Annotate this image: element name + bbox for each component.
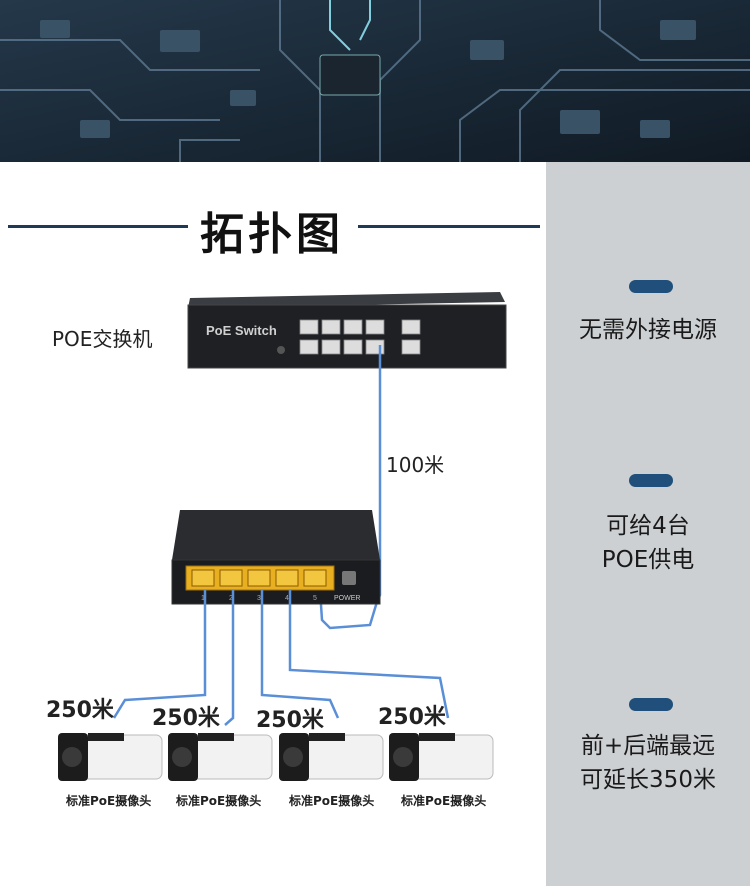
poe-camera xyxy=(58,733,163,781)
main-switch-ports xyxy=(299,319,421,355)
camera-group xyxy=(58,733,494,781)
port-number: 1 xyxy=(201,595,205,602)
camera-cables xyxy=(112,590,450,726)
main-switch-label: POE交换机 xyxy=(52,327,153,351)
feature-3-line1: 前+后端最远 xyxy=(580,733,716,759)
port-number: 3 xyxy=(257,595,261,602)
port-number: 2 xyxy=(229,595,233,602)
feature-bullet-2 xyxy=(629,474,673,487)
feature-1-line1: 无需外接电源 xyxy=(579,317,717,343)
main-switch-port xyxy=(299,319,319,335)
main-poe-switch: PoE Switch xyxy=(187,292,507,369)
uplink-port xyxy=(401,339,421,355)
main-switch-port xyxy=(299,339,319,355)
main-switch-port xyxy=(365,339,385,355)
circuit-board-graphic xyxy=(0,0,750,162)
camera-label-1: 标准PoE摄像头 xyxy=(66,794,152,808)
poe-camera xyxy=(279,733,384,781)
power-jack-icon xyxy=(342,571,356,585)
camera-cable-4 xyxy=(288,590,450,719)
uplink-port xyxy=(401,319,421,335)
camera-cable-1 xyxy=(112,590,207,719)
topology-diagram: PoE Switch 1 2 3 4 5 POWER xyxy=(58,292,507,781)
camera-cable-2 xyxy=(224,590,235,726)
main-cable-length: 100米 xyxy=(386,453,445,477)
camera-cable-3 xyxy=(260,590,340,719)
feature-3-line2: 可延长350米 xyxy=(580,767,716,793)
main-switch-port xyxy=(321,339,341,355)
camera-cable-length-3: 250米 xyxy=(256,708,324,733)
main-switch-port xyxy=(321,319,341,335)
main-switch-port xyxy=(343,319,363,335)
camera-label-2: 标准PoE摄像头 xyxy=(176,794,262,808)
title-rule-right xyxy=(358,225,540,228)
small-switch-port xyxy=(303,569,327,587)
camera-cable-length-4: 250米 xyxy=(378,705,446,730)
camera-label-4: 标准PoE摄像头 xyxy=(401,794,487,808)
circuit-banner xyxy=(0,0,750,162)
small-switch-port xyxy=(247,569,271,587)
small-switch-port xyxy=(219,569,243,587)
reset-button-icon xyxy=(277,346,285,354)
poe-camera xyxy=(389,733,494,781)
feature-2-line2: POE供电 xyxy=(601,547,695,573)
port-number: 4 xyxy=(285,595,289,602)
main-switch-brand: PoE Switch xyxy=(206,323,277,338)
feature-2-line1: 可给4台 xyxy=(606,513,690,539)
small-switch-port xyxy=(191,569,215,587)
small-switch-ports: 1 2 3 4 5 xyxy=(191,569,327,602)
title-rule-left xyxy=(8,225,188,228)
camera-cable-length-2: 250米 xyxy=(152,706,220,731)
main-switch-port xyxy=(365,319,385,335)
power-label: POWER xyxy=(334,595,360,602)
feature-bullet-1 xyxy=(629,280,673,293)
small-switch-port xyxy=(275,569,299,587)
camera-label-3: 标准PoE摄像头 xyxy=(289,794,375,808)
feature-bullet-3 xyxy=(629,698,673,711)
main-switch-port xyxy=(343,339,363,355)
camera-cable-length-1: 250米 xyxy=(46,698,114,723)
port-number: 5 xyxy=(313,595,317,602)
poe-camera xyxy=(168,733,273,781)
small-poe-switch: 1 2 3 4 5 POWER xyxy=(171,510,381,605)
page-title: 拓扑图 xyxy=(200,209,344,260)
